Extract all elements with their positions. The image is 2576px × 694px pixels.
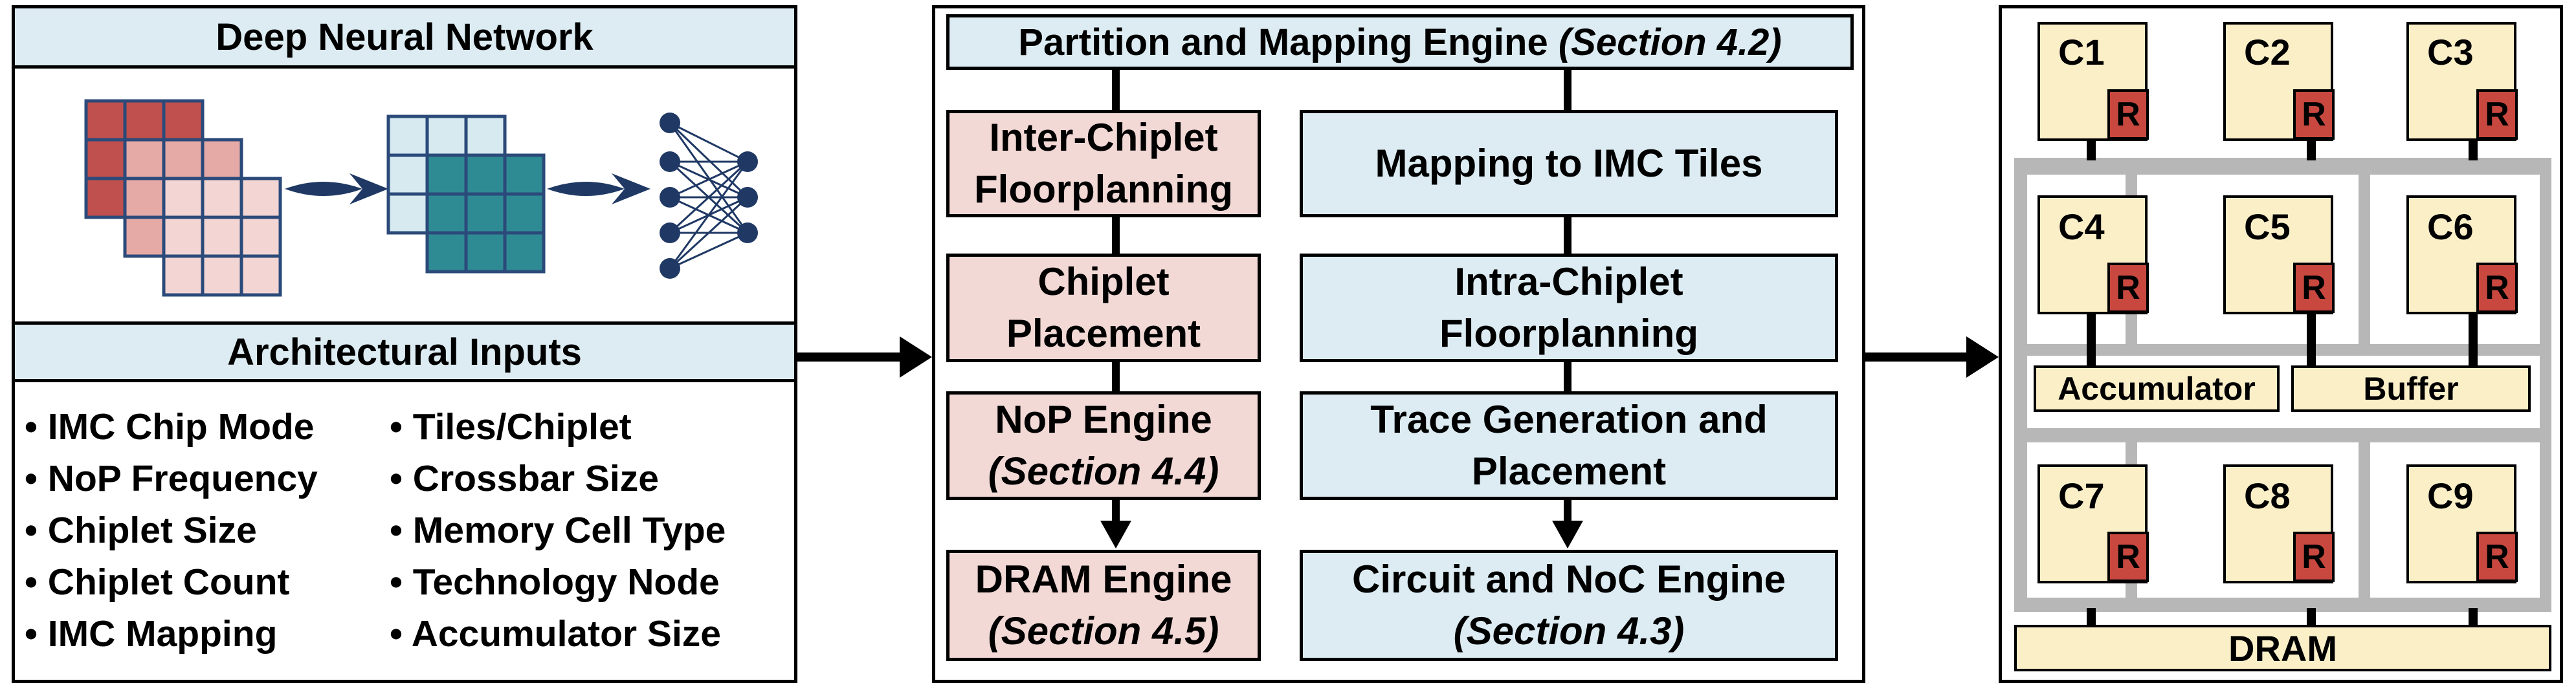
- chiplet-label: C9: [2427, 475, 2474, 516]
- connector-line: [1564, 67, 1571, 113]
- list-item: • Memory Cell Type: [390, 510, 726, 551]
- connector-line: [2469, 138, 2478, 160]
- connector-line: [2469, 608, 2478, 627]
- connector-line: [1112, 215, 1120, 255]
- list-item: • Chiplet Size: [25, 510, 257, 551]
- connector-line: [1564, 215, 1571, 255]
- list-item: • Technology Node: [390, 561, 720, 603]
- router-box: R: [2107, 532, 2149, 582]
- connector-line: [2087, 608, 2096, 627]
- connector-line: [1564, 360, 1571, 393]
- list-item: • NoP Frequency: [25, 458, 318, 499]
- list-item: • Crossbar Size: [390, 458, 659, 499]
- accumulator-block: Accumulator: [2034, 365, 2280, 412]
- connector-line: [1112, 67, 1120, 113]
- router-box: R: [2293, 263, 2335, 313]
- chiplet-c4: C4 R: [2037, 195, 2149, 314]
- chiplet-c6: C6 R: [2406, 195, 2518, 314]
- chiplet-label: C1: [2058, 32, 2105, 72]
- chiplet-c9: C9 R: [2406, 464, 2518, 583]
- chiplet-label: C2: [2244, 32, 2291, 72]
- list-item: • IMC Mapping: [25, 613, 278, 655]
- router-box: R: [2476, 263, 2518, 313]
- chiplet-c8: C8 R: [2223, 464, 2335, 583]
- inputs-list-col2: • Tiles/Chiplet • Crossbar Size • Memory…: [390, 401, 791, 660]
- dnn-title: Deep Neural Network: [12, 5, 797, 69]
- router-box: R: [2476, 532, 2518, 582]
- router-box: R: [2107, 89, 2149, 140]
- chiplet-label: C8: [2244, 475, 2291, 516]
- right-arrow-icon: [1864, 336, 1999, 378]
- list-item: • Accumulator Size: [390, 613, 721, 655]
- dram-block: DRAM: [2014, 625, 2551, 671]
- chiplet-c5: C5 R: [2223, 195, 2335, 314]
- chiplet-c7: C7 R: [2037, 464, 2149, 583]
- mapping-to-imc-tiles-box: Mapping to IMC Tiles: [1300, 110, 1838, 217]
- chiplet-label: C4: [2058, 206, 2105, 247]
- connector-line: [2087, 138, 2096, 160]
- chiplet-c1: C1 R: [2037, 22, 2149, 141]
- right-arrow-icon: [797, 336, 932, 378]
- connector-line: [1564, 498, 1571, 524]
- inputs-list-col1: • IMC Chip Mode • NoP Frequency • Chiple…: [25, 401, 400, 660]
- chiplet-label: C6: [2427, 206, 2474, 247]
- router-box: R: [2476, 89, 2518, 140]
- chiplet-label: C7: [2058, 475, 2105, 516]
- chiplet-c3: C3 R: [2406, 22, 2518, 141]
- router-box: R: [2293, 532, 2335, 582]
- chiplet-label: C3: [2427, 32, 2474, 72]
- connector-line: [1112, 498, 1120, 524]
- nop-engine-box: NoP Engine(Section 4.4): [946, 391, 1261, 500]
- chiplet-label: C5: [2244, 206, 2291, 247]
- connector-line: [2307, 138, 2316, 160]
- list-item: • IMC Chip Mode: [25, 406, 315, 448]
- connector-line: [2307, 313, 2316, 367]
- router-box: R: [2107, 263, 2149, 313]
- list-item: • Chiplet Count: [25, 561, 290, 603]
- list-item: • Tiles/Chiplet: [390, 406, 632, 448]
- connector-line: [2469, 313, 2478, 367]
- architectural-inputs-title: Architectural Inputs: [12, 321, 797, 382]
- connector-line: [2087, 313, 2096, 367]
- circuit-noc-engine-box: Circuit and NoC Engine(Section 4.3): [1300, 550, 1838, 661]
- connector-line: [2307, 608, 2316, 627]
- connector-line: [1112, 360, 1120, 393]
- partition-engine-title: Partition and Mapping Engine (Section 4.…: [946, 14, 1854, 70]
- chiplet-c2: C2 R: [2223, 22, 2335, 141]
- router-box: R: [2293, 89, 2335, 140]
- buffer-block: Buffer: [2291, 365, 2531, 412]
- dram-engine-box: DRAM Engine(Section 4.5): [946, 550, 1261, 661]
